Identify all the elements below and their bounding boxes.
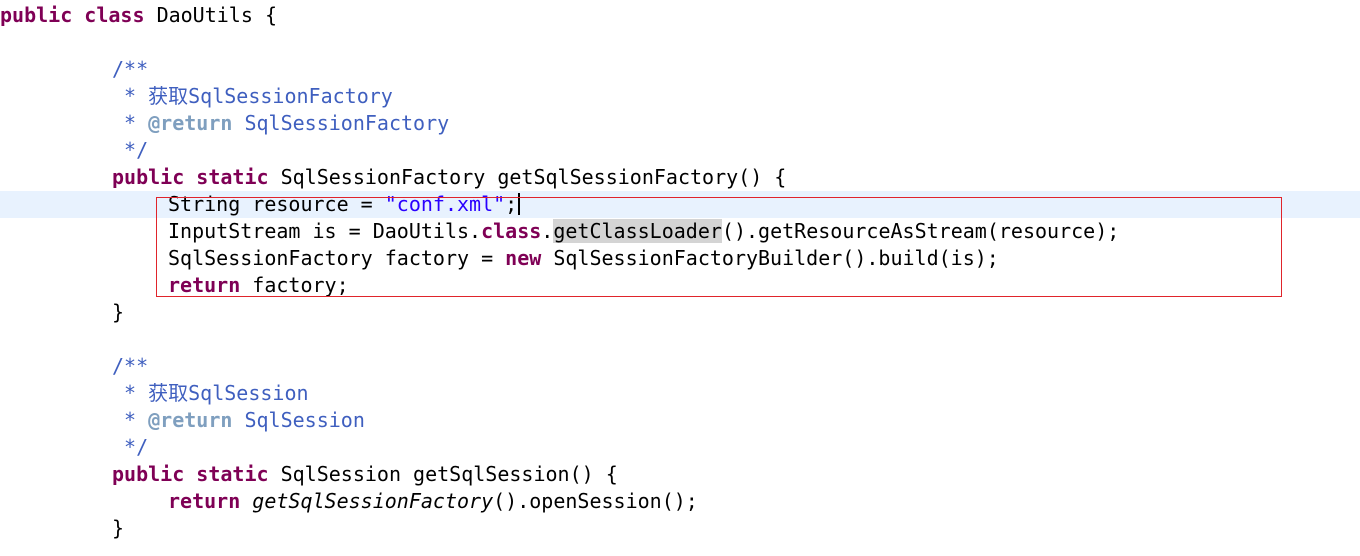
occurrence-highlight: getClassLoader [553, 219, 722, 243]
javadoc-tag: @return [148, 408, 233, 432]
code-line-javadoc-return[interactable]: * @return SqlSessionFactory [112, 111, 450, 135]
code-line-javadoc-desc[interactable]: * 获取SqlSessionFactory [112, 84, 393, 108]
string-literal: "conf.xml" [384, 192, 506, 216]
code-line-method1-close[interactable]: } [112, 300, 125, 324]
code-line-javadoc2-return[interactable]: * @return SqlSession [112, 408, 365, 432]
code-line-return-factory[interactable]: return factory; [168, 273, 349, 297]
code-line-return-session[interactable]: return getSqlSessionFactory().openSessio… [168, 489, 698, 513]
keyword: class [84, 3, 145, 27]
code-line-javadoc2-desc[interactable]: * 获取SqlSession [112, 381, 309, 405]
brace: { [264, 3, 277, 27]
code-line-javadoc2-close[interactable]: */ [112, 435, 149, 459]
code-line-class-decl[interactable]: public class DaoUtils { [0, 2, 1360, 29]
code-line-javadoc-open[interactable]: /** [112, 57, 149, 81]
code-line-classloader[interactable]: InputStream is = DaoUtils.class.getClass… [168, 219, 1120, 243]
code-line-javadoc2-open[interactable]: /** [112, 354, 149, 378]
code-line-current[interactable]: String resource = "conf.xml"; [0, 191, 1360, 218]
text-caret [518, 193, 521, 215]
class-name: DaoUtils [156, 3, 253, 27]
code-line-method2-signature[interactable]: public static SqlSession getSqlSession()… [112, 462, 618, 486]
javadoc-tag: @return [148, 111, 233, 135]
code-line-method1-signature[interactable]: public static SqlSessionFactory getSqlSe… [112, 165, 787, 189]
code-line-method2-close[interactable]: } [112, 516, 125, 540]
code-line-factory-builder[interactable]: SqlSessionFactory factory = new SqlSessi… [168, 246, 999, 270]
keyword: public [0, 3, 73, 27]
code-line-javadoc-close[interactable]: */ [112, 138, 149, 162]
static-method-call: getSqlSessionFactory [252, 489, 494, 513]
